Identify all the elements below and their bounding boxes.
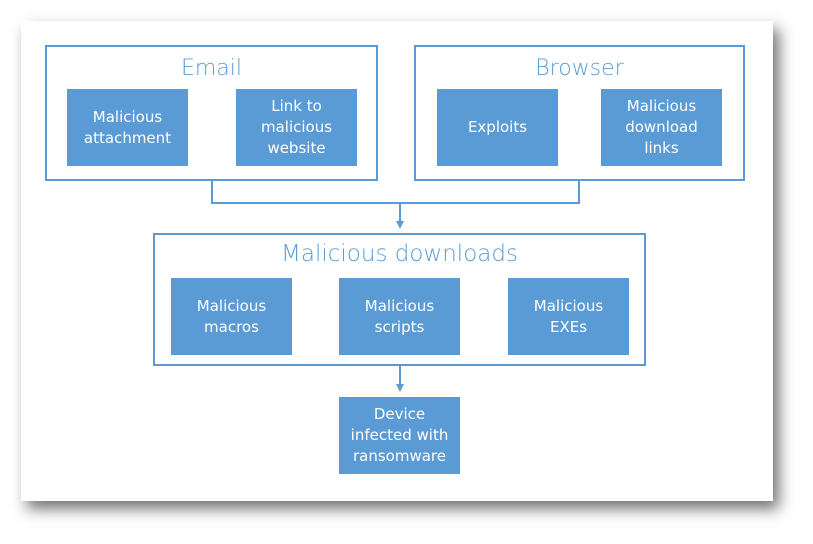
exploits-node: Exploits bbox=[437, 89, 558, 166]
malicious-attachment-node: Malicious attachment bbox=[67, 89, 188, 166]
malicious-exes-node: Malicious EXEs bbox=[508, 278, 629, 355]
malicious-macros-node: Malicious macros bbox=[171, 278, 292, 355]
malicious-download-links-node: Malicious download links bbox=[601, 89, 722, 166]
browser-group-title: Browser bbox=[535, 56, 624, 81]
malicious-scripts-node: Malicious scripts bbox=[339, 278, 460, 355]
malicious-downloads-group-title: Malicious downloads bbox=[281, 241, 518, 267]
email-group-title: Email bbox=[180, 56, 243, 81]
device-infected-node: Device infected with ransomware bbox=[339, 397, 460, 474]
link-to-malicious-website-node: Link to malicious website bbox=[236, 89, 357, 166]
